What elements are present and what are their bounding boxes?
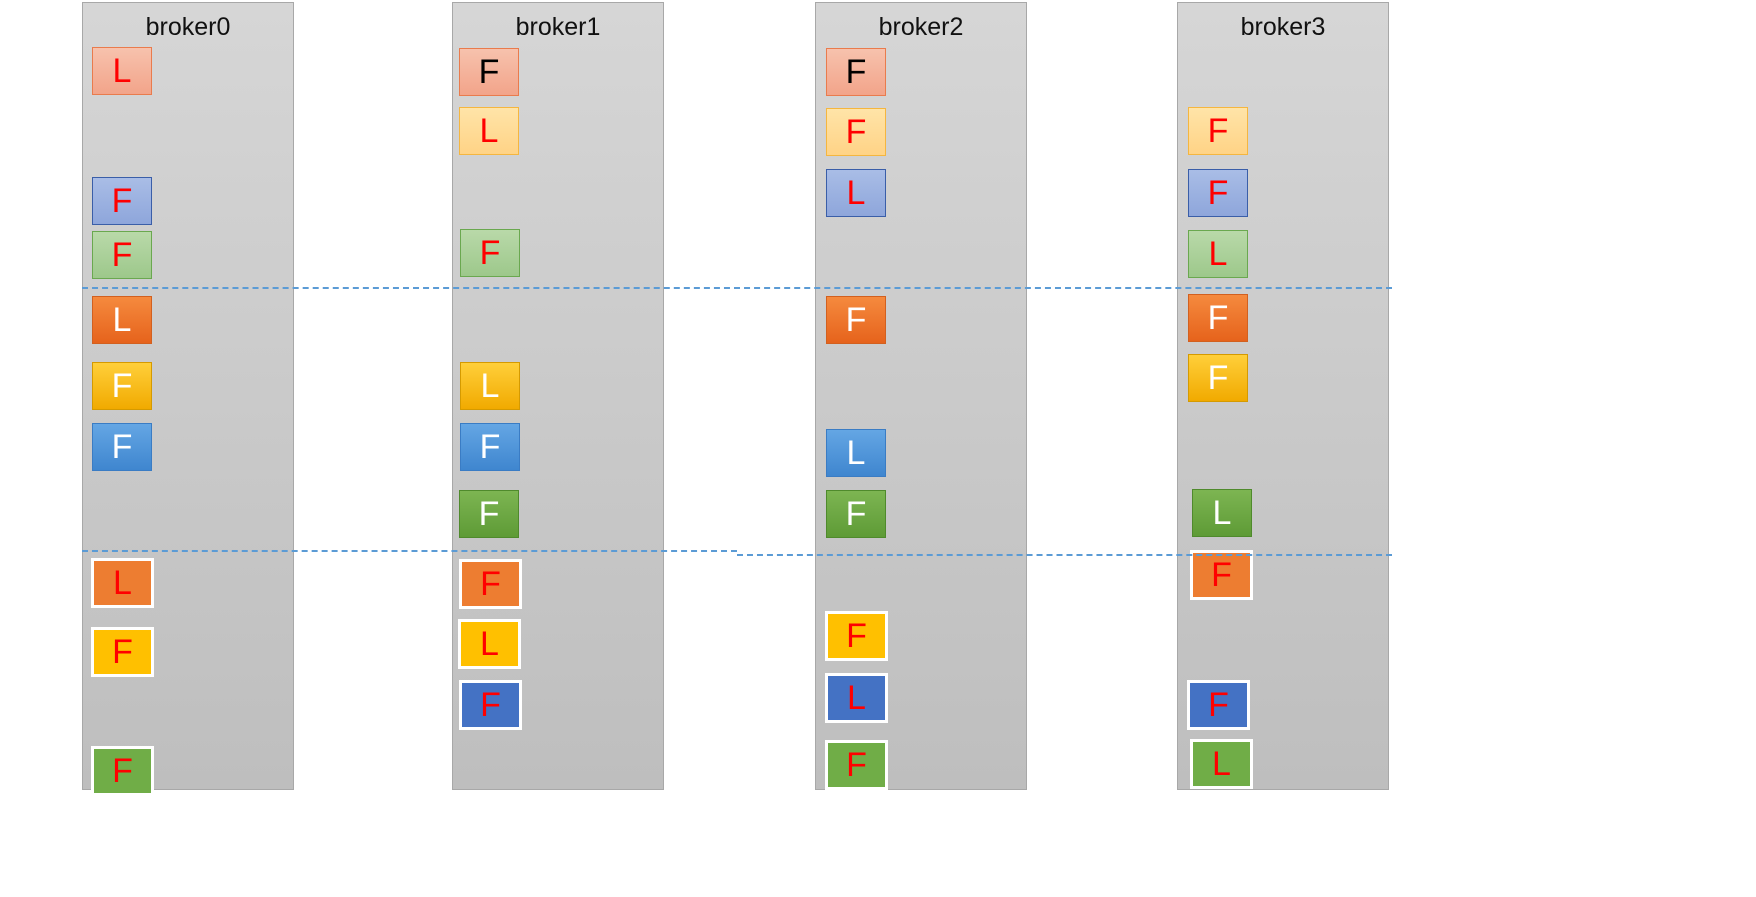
replica-box: L: [460, 362, 520, 410]
replica-box: L: [1190, 739, 1253, 789]
replica-box: L: [1192, 489, 1252, 537]
replica-box: F: [1188, 107, 1248, 155]
replica-box: F: [92, 231, 152, 279]
replica-box: F: [92, 362, 152, 410]
replica-box: L: [1188, 230, 1248, 278]
replica-box: F: [460, 229, 520, 277]
replica-box: F: [459, 48, 519, 96]
replica-box: F: [1188, 294, 1248, 342]
replica-box: F: [459, 680, 522, 730]
replica-box: F: [459, 490, 519, 538]
replica-box: F: [91, 746, 154, 796]
replica-box: L: [92, 47, 152, 95]
replica-box: F: [459, 559, 522, 609]
replica-box: F: [92, 423, 152, 471]
replica-box: F: [91, 627, 154, 677]
replica-box: F: [1188, 354, 1248, 402]
replica-box: L: [92, 296, 152, 344]
replica-box: F: [460, 423, 520, 471]
divider-line-lower-right: [737, 554, 1392, 556]
replica-box: F: [1187, 680, 1250, 730]
replica-box: F: [92, 177, 152, 225]
replica-box: L: [826, 169, 886, 217]
replica-box: F: [825, 611, 888, 661]
broker-title: broker1: [515, 13, 601, 41]
broker-title: broker0: [145, 13, 231, 41]
replica-box: L: [826, 429, 886, 477]
divider-line-upper: [82, 287, 1392, 289]
replica-box: L: [458, 619, 521, 669]
replica-box: F: [1188, 169, 1248, 217]
replica-box: F: [1190, 550, 1253, 600]
replica-box: L: [825, 673, 888, 723]
replica-box: F: [826, 108, 886, 156]
broker-title: broker3: [1240, 13, 1326, 41]
replica-box: F: [826, 490, 886, 538]
replica-box: F: [826, 296, 886, 344]
broker-title: broker2: [878, 13, 964, 41]
replica-box: L: [459, 107, 519, 155]
divider-line-lower-left: [82, 550, 737, 552]
replica-box: L: [91, 558, 154, 608]
replica-box: F: [826, 48, 886, 96]
replica-box: F: [825, 740, 888, 790]
